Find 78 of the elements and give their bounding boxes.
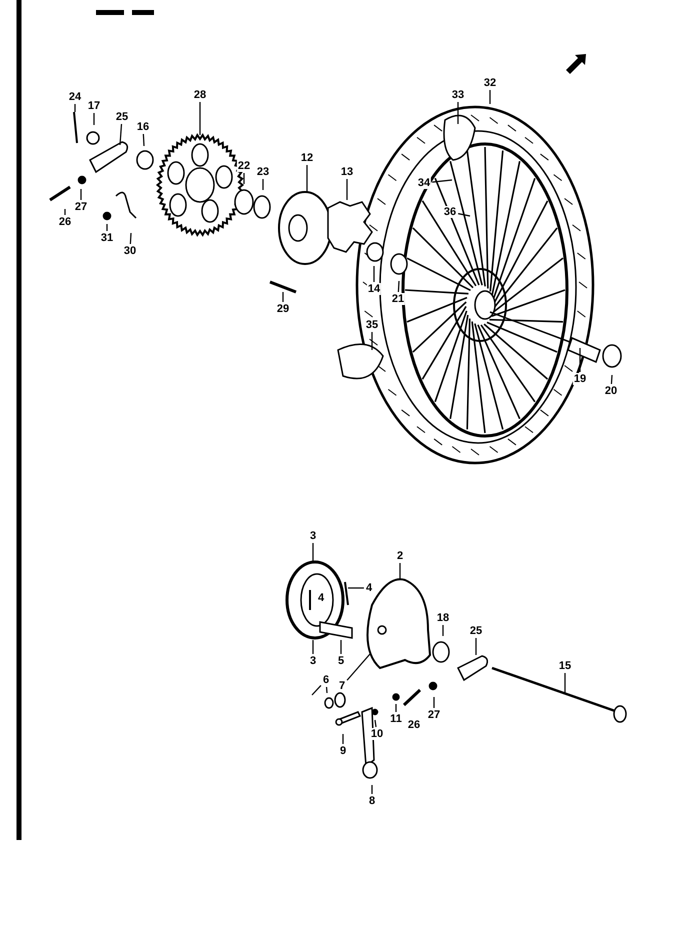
leader-line [282,292,284,302]
leader-line [475,638,477,655]
callout-number: 2 [396,550,404,562]
leader-line [243,173,245,184]
leader-line [348,587,364,589]
leader-line [326,686,328,694]
leader-line [64,209,66,215]
callout-number: 3 [308,530,318,542]
callout-number: 13 [340,166,354,178]
leader-line [80,189,82,200]
leader-line [130,232,132,244]
leader-line [106,224,108,231]
callout-number: 35 [364,319,380,331]
callout-number: 34 [416,177,432,189]
callout-number: 11 [389,713,403,725]
callout-number: 16 [136,121,150,133]
leader-line [312,640,314,654]
leader-line [142,134,145,146]
callout-number: 33 [450,89,466,101]
leader-line [312,685,322,696]
leader-line [262,179,264,190]
leader-line [93,113,95,125]
callout-number: 14 [366,283,382,295]
leader-line [312,543,314,562]
callout-number: 5 [336,655,346,667]
leader-line [199,102,201,135]
leader-line [399,563,401,580]
callout-number: 26 [406,719,422,731]
callout-number: 4 [364,582,374,594]
leader-line [398,280,400,292]
leader-line [432,179,452,183]
callout-number: 8 [368,795,376,807]
callout-number: 27 [74,201,88,213]
callout-number: 24 [68,91,82,103]
leader-line [610,374,613,384]
callout-number: 31 [100,232,114,244]
callout-number: 25 [468,625,484,637]
leader-line [442,625,444,636]
callout-number: 30 [122,245,138,257]
leader-line [346,654,370,681]
callout-number: 19 [572,373,588,385]
callout-number: 32 [482,77,498,89]
callout-number: 23 [256,166,270,178]
leader-line [371,785,373,794]
callout-number: 17 [86,100,102,112]
leader-line [489,90,491,104]
leader-line [433,697,435,708]
leader-line [119,124,122,146]
leader-line [373,266,375,282]
callout-number: 27 [426,709,442,721]
callout-number: 12 [300,152,314,164]
leader-line [374,720,377,728]
leader-line [457,102,459,124]
callout-number: 15 [558,660,572,672]
callout-number: 10 [370,728,384,740]
callout-number: 25 [114,111,130,123]
leader-line [458,213,470,217]
leader-line [579,348,581,372]
leader-line [395,704,397,712]
leader-line [346,179,348,200]
callout-number: 3 [308,655,318,667]
callout-number: 20 [604,385,618,397]
callout-number: 18 [436,612,450,624]
callout-number: 9 [338,745,348,757]
callout-number: 6 [322,674,330,686]
callout-number: 29 [276,303,290,315]
callout-number: 21 [390,293,406,305]
leader-line [564,673,566,694]
leader-line [371,332,373,350]
leader-line [342,734,344,744]
leader-line [306,165,308,192]
callout-number: 22 [236,160,252,172]
callout-number: 7 [338,680,346,692]
callout-number: 28 [192,89,208,101]
callout-number: 36 [442,206,458,218]
leader-line [340,640,342,654]
callout-number: 26 [58,216,72,228]
callout-number: 4 [316,592,326,604]
